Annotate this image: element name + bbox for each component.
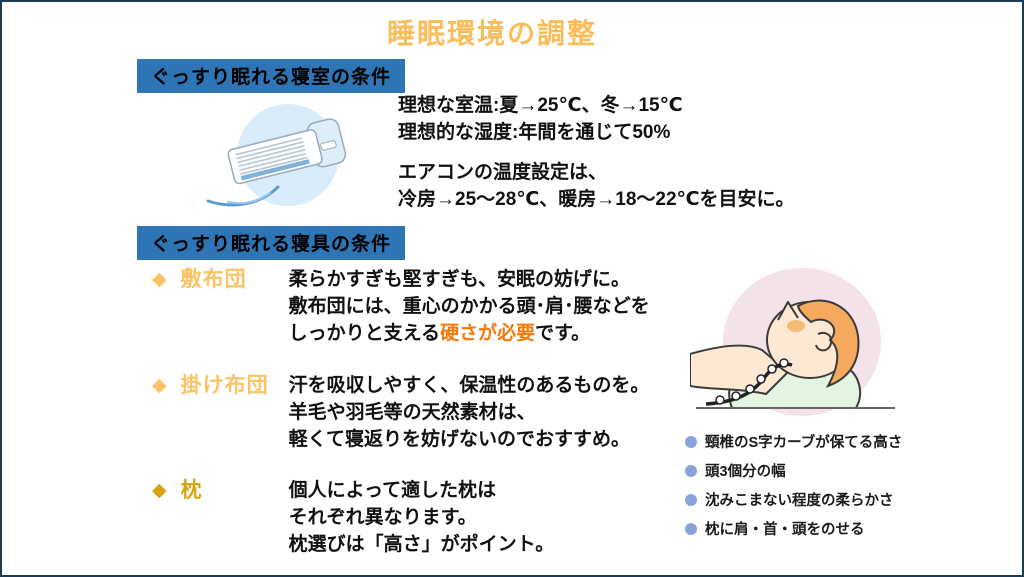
text-line: 枕選びは「高さ」がポイント。 [288,534,555,555]
text-line: しっかりと支える [288,323,441,344]
pillow-point-text: 沈みこまない程度の柔らかさ [705,493,894,509]
circle-bullet-icon [685,464,697,477]
diamond-bullet-icon: ◆ [152,269,167,290]
text-line: です。 [535,323,591,344]
text-line: それぞれ異なります。 [288,507,477,528]
ideal-humidity-line: 理想的な湿度:年間を通じて50% [398,122,671,143]
circle-bullet-icon [685,493,697,506]
text-line: 羊毛や羽毛等の天然素材は、 [288,402,536,423]
head-on-pillow-icon [689,266,908,431]
list-item: 頸椎のS字カーブが保てる高さ [685,431,902,452]
pillow-point-text: 頭3個分の幅 [705,464,786,480]
air-conditioner-icon [194,95,372,224]
ideal-temp-line: 理想な室温:夏→25℃、冬→15℃ [398,95,683,116]
list-item: 沈みこまない程度の柔らかさ [685,489,902,510]
section-header-bedroom: ぐっすり眠れる寝室の条件 [137,59,406,93]
page-title: 睡眠環境の調整 [386,18,597,49]
diamond-bullet-icon: ◆ [152,375,167,396]
text-line: 軽くて寝返りを妨げないのでおすすめ。 [288,429,631,450]
list-item: 枕に肩・首・頭をのせる [685,518,902,539]
bedding-item-text: 個人によって適した枕は それぞれ異なります。 枕選びは「高さ」がポイント。 [289,477,555,558]
text-line: 柔らかすぎも堅すぎも、安眠の妨げに。 [288,269,631,290]
list-item: 頭3個分の幅 [685,460,902,481]
pillow-point-text: 枕に肩・首・頭をのせる [705,522,865,538]
section-header-bedding: ぐっすり眠れる寝具の条件 [137,226,406,260]
bedding-item-kakebuton: ◆ 掛け布団 汗を吸収しやすく、保温性のあるものを。 羊毛や羽毛等の天然素材は、… [152,372,649,453]
text-line: 個人によって適した枕は [288,480,497,501]
highlight-text: 硬さが必要 [440,323,536,344]
bedroom-conditions-text: 理想な室温:夏→25℃、冬→15℃ 理想的な湿度:年間を通じて50% エアコンの… [398,92,795,213]
bedding-item-label: 敷布団 [180,268,247,291]
diamond-bullet-icon: ◆ [152,480,167,501]
circle-bullet-icon [685,522,697,535]
text-line: 敷布団には、重心のかかる頭･肩･腰などを [288,296,650,317]
bedding-item-makura: ◆ 枕 個人によって適した枕は それぞれ異なります。 枕選びは「高さ」がポイント… [152,477,554,558]
aircon-setting-line1: エアコンの温度設定は、 [398,162,608,183]
pillow-point-list: 頸椎のS字カーブが保てる高さ 頭3個分の幅 沈みこまない程度の柔らかさ 枕に肩・… [685,431,902,547]
circle-bullet-icon [685,435,697,448]
aircon-setting-line2: 冷房→25～28℃、暖房→18～22℃を目安に。 [398,189,795,210]
bedding-item-label: 掛け布団 [180,374,269,397]
bedding-item-label: 枕 [180,479,203,502]
text-line: 汗を吸収しやすく、保温性のあるものを。 [288,375,650,396]
bedding-item-text: 柔らかすぎも堅すぎも、安眠の妨げに。 敷布団には、重心のかかる頭･肩･腰などを … [289,266,650,347]
bedding-item-shikibuton: ◆ 敷布団 柔らかすぎも堅すぎも、安眠の妨げに。 敷布団には、重心のかかる頭･肩… [152,266,650,347]
bedding-item-text: 汗を吸収しやすく、保温性のあるものを。 羊毛や羽毛等の天然素材は、 軽くて寝返り… [289,372,650,453]
pillow-point-text: 頸椎のS字カーブが保てる高さ [705,435,903,451]
